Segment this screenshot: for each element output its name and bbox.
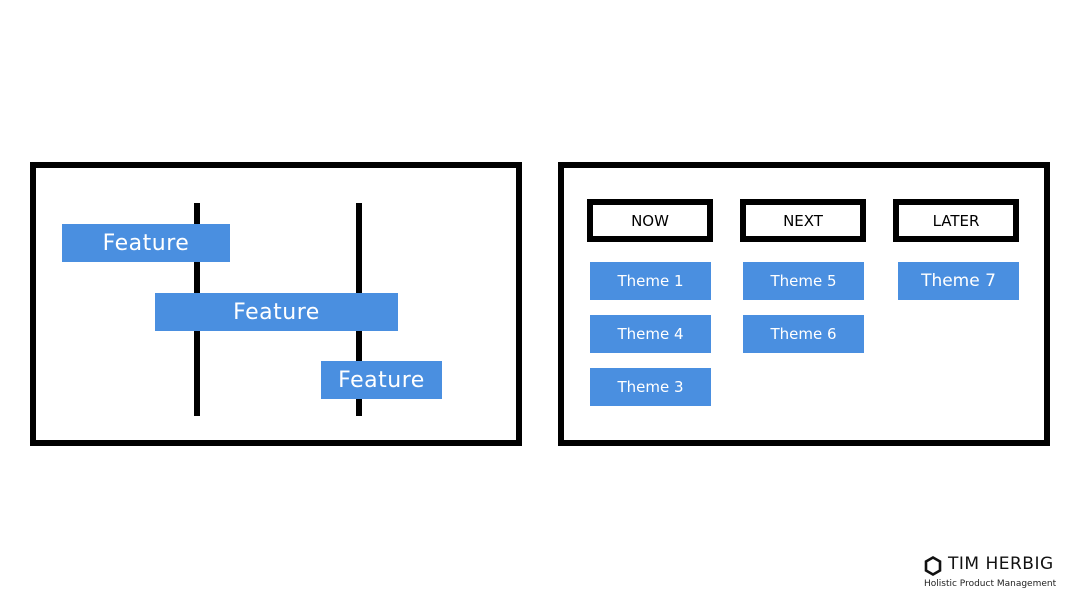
theme-roadmap-panel: NOW NEXT LATER Theme 1 Theme 4 Theme 3 T… [558,162,1050,446]
hexagon-logo-icon [924,556,942,576]
theme-card: Theme 6 [743,315,864,353]
feature-bar: Feature [321,361,442,399]
column-header-next: NEXT [740,199,866,242]
theme-card: Theme 4 [590,315,711,353]
brand-name: TIM HERBIG [948,554,1054,574]
theme-card: Theme 1 [590,262,711,300]
feature-roadmap-panel: Feature Feature Feature [30,162,522,446]
theme-card: Theme 7 [898,262,1019,300]
theme-card: Theme 5 [743,262,864,300]
theme-card: Theme 3 [590,368,711,406]
column-header-later: LATER [893,199,1019,242]
feature-bar: Feature [62,224,230,262]
column-header-now: NOW [587,199,713,242]
feature-bar: Feature [155,293,398,331]
brand-tagline: Holistic Product Management [924,579,1057,589]
